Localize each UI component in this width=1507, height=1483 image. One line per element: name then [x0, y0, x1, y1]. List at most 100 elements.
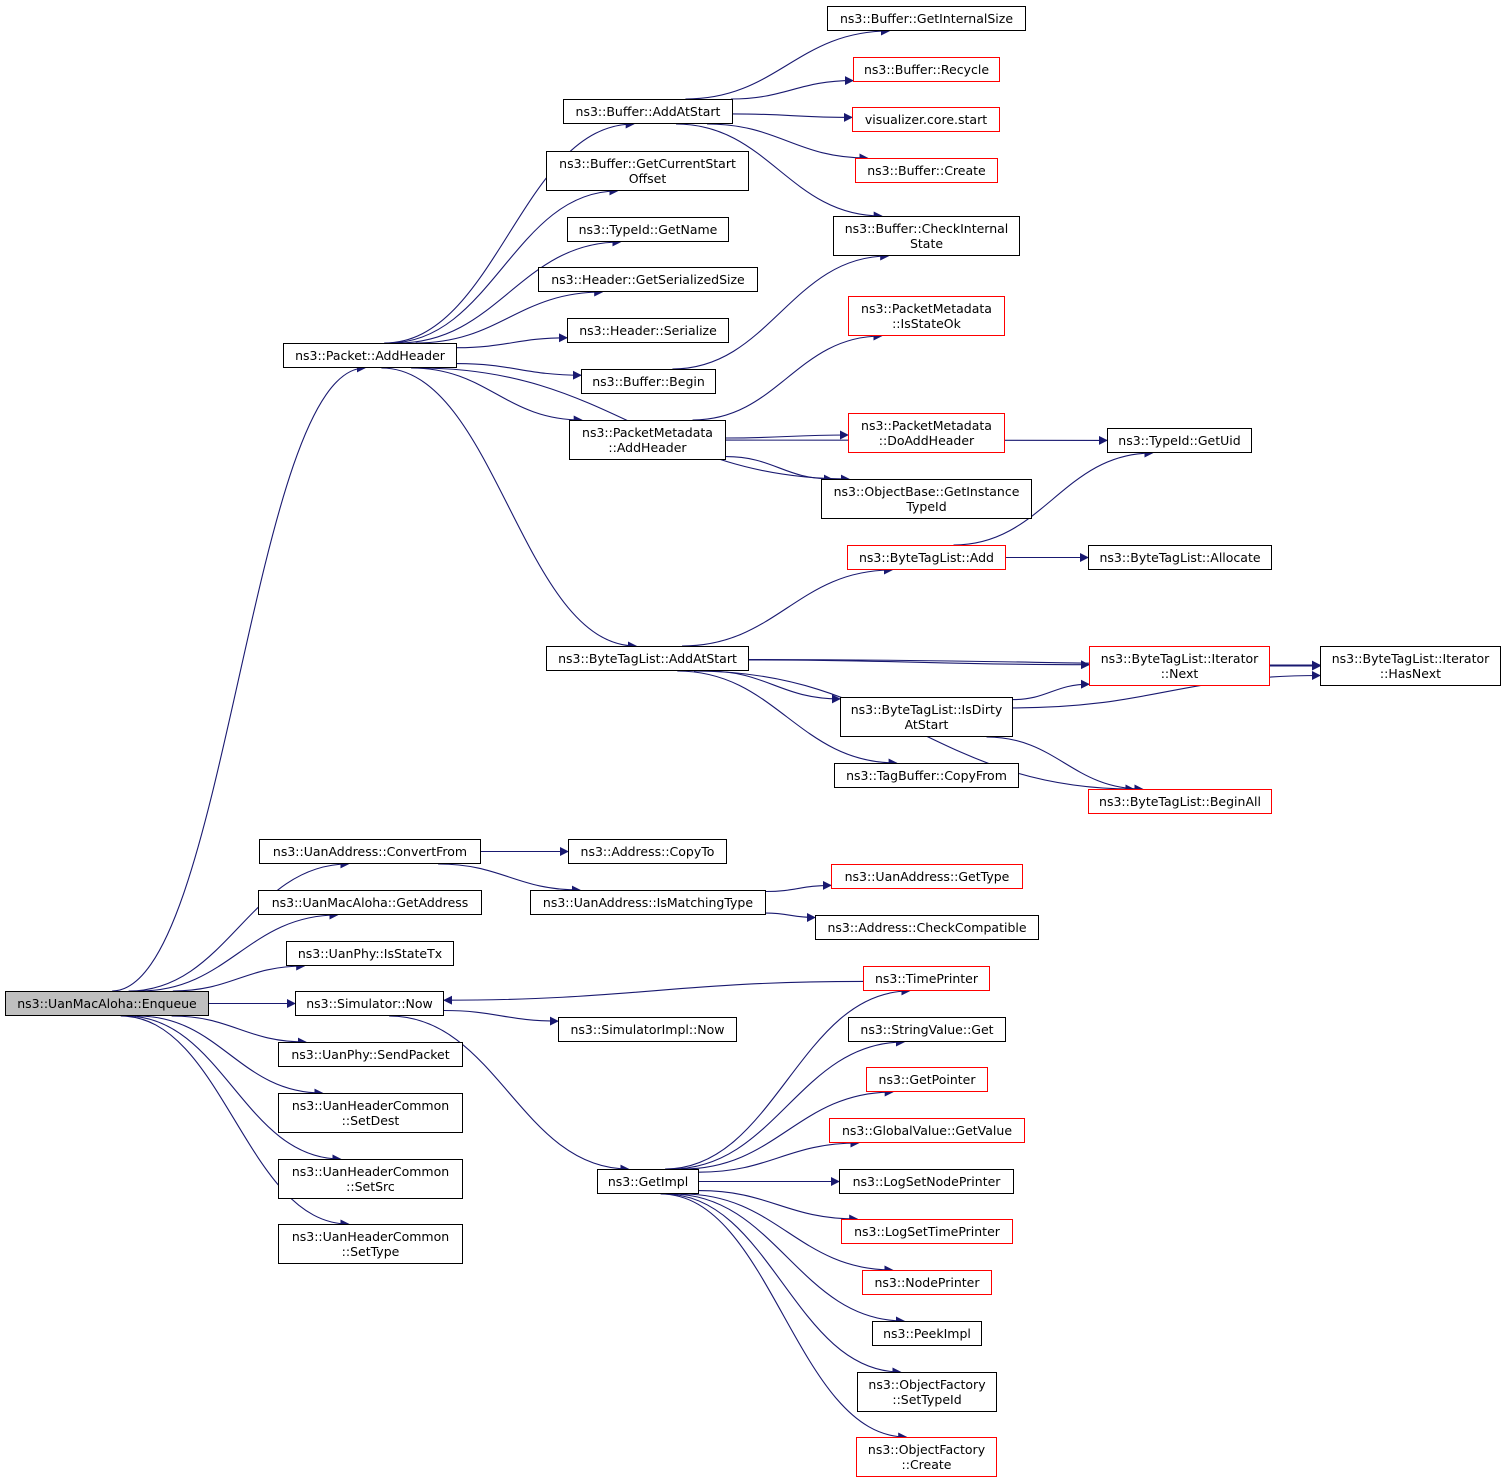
node-label: ns3::LogSetTimePrinter	[854, 1224, 1000, 1239]
node-label: ns3::UanAddress::IsMatchingType	[542, 895, 754, 910]
edge-getimpl-to-objectfactory_settypeid	[664, 1193, 902, 1377]
node-bytetaglist-iterator-next[interactable]: ns3::ByteTagList::Iterator ::Next	[1089, 646, 1270, 686]
edge-packet_addheader-to-header_serialize	[456, 333, 568, 349]
edge-packet_addheader-to-bytetaglist_addatstart	[381, 367, 637, 651]
node-label: ns3::UanAddress::GetType	[844, 869, 1010, 884]
edge-packet_addheader-to-buffer_getcurrentstartoffset	[388, 186, 619, 344]
node-label: ns3::Address::CopyTo	[580, 844, 715, 859]
node-uanphy-isstatetx[interactable]: ns3::UanPhy::IsStateTx	[286, 941, 454, 966]
node-objectbase-getinstancetypeid[interactable]: ns3::ObjectBase::GetInstance TypeId	[821, 479, 1032, 519]
node-simulatorimpl-now[interactable]: ns3::SimulatorImpl::Now	[558, 1017, 737, 1042]
node-label: ns3::UanMacAloha::GetAddress	[271, 895, 469, 910]
edge-packet_addheader-to-buffer_addatstart	[384, 119, 635, 344]
node-label: ns3::UanHeaderCommon ::SetSrc	[291, 1164, 450, 1194]
edge-buffer_addatstart-to-buffer_getinternalsize	[685, 26, 890, 100]
node-header-serialize[interactable]: ns3::Header::Serialize	[567, 318, 729, 343]
node-getpointer[interactable]: ns3::GetPointer	[866, 1067, 988, 1092]
node-label: ns3::Header::GetSerializedSize	[551, 272, 745, 287]
node-objectfactory-settypeid[interactable]: ns3::ObjectFactory ::SetTypeId	[857, 1372, 997, 1412]
node-nodeprinter[interactable]: ns3::NodePrinter	[862, 1270, 992, 1295]
node-packetmetadata-isstateok[interactable]: ns3::PacketMetadata ::IsStateOk	[848, 296, 1005, 336]
node-bytetaglist-isdirtyatstart[interactable]: ns3::ByteTagList::IsDirty AtStart	[840, 697, 1013, 737]
edge-buffer_begin-to-buffer_checkinternalstate	[672, 251, 890, 370]
node-stringvalue-get[interactable]: ns3::StringValue::Get	[848, 1017, 1006, 1042]
node-label: ns3::ObjectBase::GetInstance TypeId	[833, 484, 1020, 514]
node-label: ns3::Buffer::Begin	[592, 374, 705, 389]
node-buffer-addatstart[interactable]: ns3::Buffer::AddAtStart	[563, 99, 733, 124]
node-label: ns3::UanHeaderCommon ::SetType	[291, 1229, 450, 1259]
node-buffer-getcurrentstartoffset[interactable]: ns3::Buffer::GetCurrentStart Offset	[546, 151, 749, 191]
node-bytetaglist-add[interactable]: ns3::ByteTagList::Add	[847, 545, 1006, 570]
node-getimpl[interactable]: ns3::GetImpl	[597, 1169, 699, 1194]
node-simulator-now[interactable]: ns3::Simulator::Now	[295, 991, 444, 1016]
node-uanheadercommon-settype[interactable]: ns3::UanHeaderCommon ::SetType	[278, 1224, 463, 1264]
edge-packetmetadata_addheader-to-objectbase_getinstancetypeid	[725, 456, 833, 484]
node-uanaddress-gettype[interactable]: ns3::UanAddress::GetType	[831, 864, 1023, 889]
edge-simulator_now-to-simulatorimpl_now	[443, 1009, 559, 1026]
node-objectfactory-create[interactable]: ns3::ObjectFactory ::Create	[856, 1437, 997, 1477]
node-buffer-create[interactable]: ns3::Buffer::Create	[855, 158, 998, 183]
node-uanheadercommon-setdest[interactable]: ns3::UanHeaderCommon ::SetDest	[278, 1093, 463, 1133]
edge-getimpl-to-stringvalue_get	[670, 1037, 905, 1170]
node-typeid-getuid[interactable]: ns3::TypeId::GetUid	[1107, 428, 1252, 453]
node-logsettimeprinter[interactable]: ns3::LogSetTimePrinter	[841, 1219, 1013, 1244]
node-bytetaglist-beginall[interactable]: ns3::ByteTagList::BeginAll	[1088, 789, 1272, 814]
node-uanaddress-convertfrom[interactable]: ns3::UanAddress::ConvertFrom	[259, 839, 481, 864]
edge-buffer_addatstart-to-buffer_create	[706, 123, 869, 163]
node-buffer-recycle[interactable]: ns3::Buffer::Recycle	[853, 57, 1000, 82]
node-label: ns3::Buffer::AddAtStart	[575, 104, 721, 119]
node-label: ns3::StringValue::Get	[860, 1022, 994, 1037]
node-root-root: ns3::UanMacAloha::Enqueue	[5, 991, 209, 1016]
node-timeprinter[interactable]: ns3::TimePrinter	[863, 966, 990, 991]
node-header-getserializedsize[interactable]: ns3::Header::GetSerializedSize	[538, 267, 758, 292]
edge-root-to-uanheadercommon_setsrc	[125, 1015, 342, 1164]
edge-getimpl-to-getpointer	[682, 1087, 894, 1170]
node-uanmacaloha-getaddress[interactable]: ns3::UanMacAloha::GetAddress	[258, 890, 482, 915]
node-label: ns3::SimulatorImpl::Now	[570, 1022, 725, 1037]
edge-uanaddress_ismatchingtype-to-uanaddress_gettype	[765, 880, 832, 893]
node-address-copyto[interactable]: ns3::Address::CopyTo	[568, 839, 727, 864]
node-packet-addheader[interactable]: ns3::Packet::AddHeader	[283, 343, 457, 368]
edge-simulator_now-to-getimpl	[389, 1015, 630, 1174]
node-packetmetadata-addheader[interactable]: ns3::PacketMetadata ::AddHeader	[569, 420, 726, 460]
node-uanaddress-ismatchingtype[interactable]: ns3::UanAddress::IsMatchingType	[530, 890, 766, 915]
edge-root-to-uanaddress_convertfrom	[128, 859, 350, 992]
edge-buffer_addatstart-to-buffer_recycle	[730, 76, 854, 100]
node-label: ns3::PacketMetadata ::DoAddHeader	[861, 418, 992, 448]
edge-bytetaglist_isdirtyatstart-to-bytetaglist_iterator_hasnext	[1012, 671, 1321, 709]
node-label: ns3::UanPhy::SendPacket	[291, 1047, 450, 1062]
node-uanphy-sendpacket[interactable]: ns3::UanPhy::SendPacket	[278, 1042, 463, 1067]
node-buffer-getinternalsize[interactable]: ns3::Buffer::GetInternalSize	[827, 6, 1026, 31]
node-buffer-checkinternalstate[interactable]: ns3::Buffer::CheckInternal State	[833, 216, 1020, 256]
edge-buffer_addatstart-to-visualizer_core_start	[732, 112, 853, 122]
node-bytetaglist-iterator-hasnext[interactable]: ns3::ByteTagList::Iterator ::HasNext	[1320, 646, 1501, 686]
node-label: ns3::PacketMetadata ::IsStateOk	[861, 301, 992, 331]
node-label: ns3::PeekImpl	[883, 1326, 971, 1341]
node-label: ns3::Packet::AddHeader	[295, 348, 445, 363]
node-packetmetadata-doaddheader[interactable]: ns3::PacketMetadata ::DoAddHeader	[848, 413, 1005, 453]
node-label: ns3::GlobalValue::GetValue	[841, 1123, 1013, 1138]
node-label: visualizer.core.start	[864, 112, 988, 127]
node-label: ns3::TypeId::GetName	[578, 222, 718, 237]
edge-getimpl-to-globalvalue_getvalue	[698, 1138, 860, 1173]
node-buffer-begin[interactable]: ns3::Buffer::Begin	[581, 369, 716, 394]
node-address-checkcompatible[interactable]: ns3::Address::CheckCompatible	[815, 915, 1039, 940]
node-label: ns3::TypeId::GetUid	[1118, 433, 1241, 448]
edge-root-to-uanphy_sendpacket	[171, 1015, 307, 1047]
node-label: ns3::GetPointer	[878, 1072, 976, 1087]
node-label: ns3::ByteTagList::Iterator ::HasNext	[1331, 651, 1490, 681]
node-globalvalue-getvalue[interactable]: ns3::GlobalValue::GetValue	[829, 1118, 1025, 1143]
edge-root-to-uanheadercommon_setdest	[137, 1015, 324, 1098]
node-logsetnodeprinter[interactable]: ns3::LogSetNodePrinter	[839, 1169, 1014, 1194]
node-tagbuffer-copyfrom[interactable]: ns3::TagBuffer::CopyFrom	[834, 763, 1019, 788]
node-bytetaglist-allocate[interactable]: ns3::ByteTagList::Allocate	[1088, 545, 1272, 570]
node-uanheadercommon-setsrc[interactable]: ns3::UanHeaderCommon ::SetSrc	[278, 1159, 463, 1199]
node-peekimpl[interactable]: ns3::PeekImpl	[872, 1321, 982, 1346]
node-label: ns3::PacketMetadata ::AddHeader	[582, 425, 713, 455]
edge-bytetaglist_addatstart-to-bytetaglist_isdirtyatstart	[707, 670, 841, 704]
node-typeid-getname[interactable]: ns3::TypeId::GetName	[567, 217, 729, 242]
node-visualizer-core-start[interactable]: visualizer.core.start	[852, 107, 1000, 132]
edge-packetmetadata_addheader-to-packetmetadata_doaddheader	[725, 430, 849, 440]
node-bytetaglist-addatstart[interactable]: ns3::ByteTagList::AddAtStart	[546, 646, 749, 671]
